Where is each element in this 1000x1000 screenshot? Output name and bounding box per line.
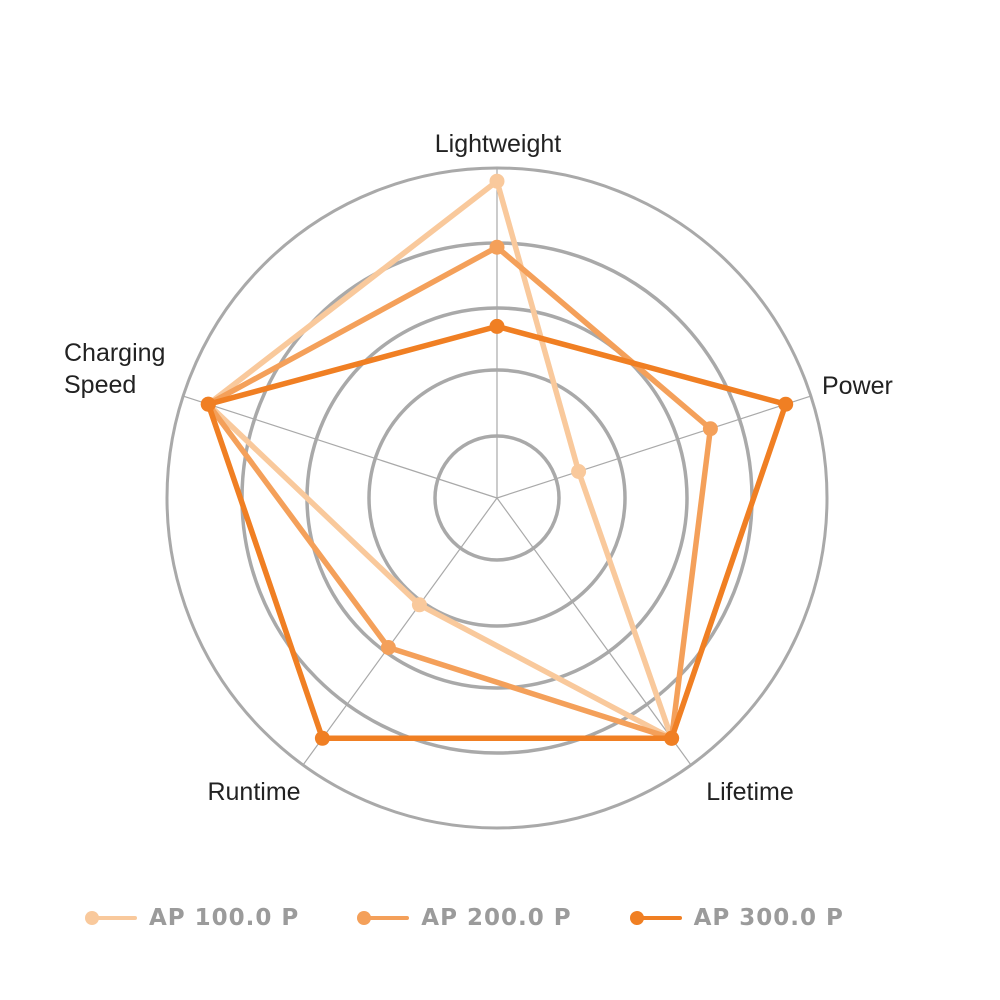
legend-label-1: AP 100.0 P [149,905,300,931]
legend-dot-2 [357,911,372,925]
series-1-line [205,178,675,742]
series-layer [200,173,794,746]
legend: AP 100.0 P AP 200.0 P AP 300.0 P [85,898,945,938]
legend-label-3: AP 300.0 P [693,905,844,931]
legend-swatch-3 [629,908,682,928]
series-3-point-5 [200,396,216,412]
legend-line-3 [637,916,682,920]
series-2-point-4 [380,640,396,655]
axis-label-lifetime: Lifetime [706,778,794,806]
legend-label-2: AP 200.0 P [421,905,572,931]
axis-label-runtime: Runtime [207,778,300,806]
grid-spoke-5 [182,395,498,499]
axis-label-line: Lifetime [706,778,794,806]
axis-label-power: Power [822,372,893,400]
axis-label-line: Speed [64,371,136,399]
legend-item-series-3: AP 300.0 P [629,905,844,931]
series-2 [200,239,718,746]
series-1-point-2 [571,464,587,479]
legend-dot-1 [85,911,99,925]
series-2-point-2 [702,421,718,437]
grid-spoke-3 [496,497,692,766]
series-3-point-3 [664,730,680,746]
series-1-point-4 [411,597,427,613]
grid-spoke-2 [496,395,812,499]
axis-label-lightweight: Lightweight [435,130,562,158]
axis-label-line: Charging [64,339,165,367]
legend-swatch-1 [85,908,137,928]
legend-item-series-2: AP 200.0 P [357,905,571,931]
axis-label-line: Runtime [207,778,300,806]
legend-dot-3 [629,911,644,925]
legend-line-2 [365,916,410,920]
series-3-point-4 [314,730,330,746]
series-3-point-1 [489,318,505,334]
grid-spoke-4 [302,497,498,766]
axis-label-line: Power [822,372,893,400]
series-2-line [205,244,714,742]
legend-item-series-1: AP 100.0 P [85,905,299,931]
grid-spokes [182,168,812,766]
series-3 [200,318,794,746]
series-1-point-1 [489,173,505,189]
series-3-line [205,323,789,742]
legend-line-1 [93,916,137,920]
series-2-point-1 [489,239,505,255]
series-3-point-2 [778,396,794,412]
axis-label-line: Lightweight [435,130,562,158]
legend-swatch-2 [357,908,410,928]
series-1 [200,173,680,746]
